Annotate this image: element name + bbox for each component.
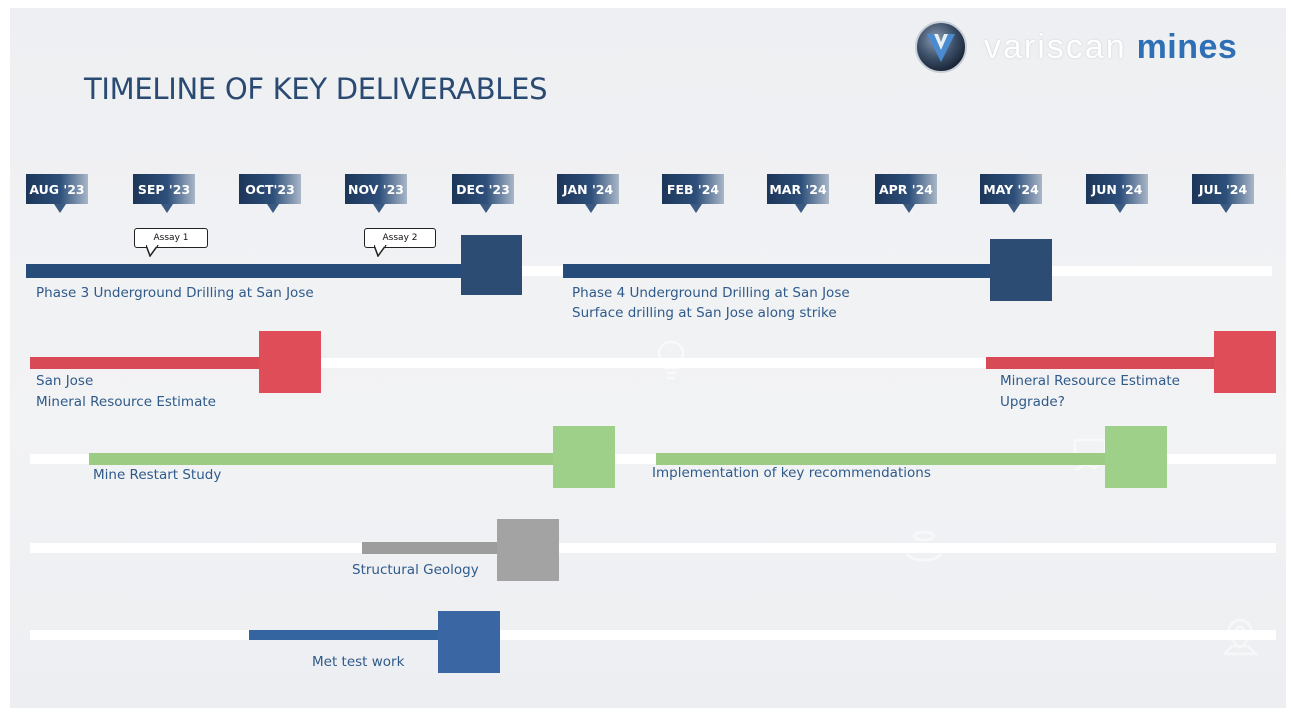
met-test-work-label: Met test work	[312, 654, 405, 670]
month-marker: NOV '23	[345, 174, 407, 213]
month-marker: JUN '24	[1086, 174, 1148, 213]
mine-restart-study-label: Mine Restart Study	[93, 467, 222, 483]
implementation-label: Implementation of key recommendations	[652, 465, 931, 481]
phase-3-drilling-label: Phase 3 Underground Drilling at San Jose	[36, 285, 314, 301]
month-marker: APR '24	[875, 174, 937, 213]
page-title: TIMELINE OF KEY DELIVERABLES	[84, 72, 548, 106]
lightbulb-icon	[657, 340, 685, 380]
assay-2-callout-tail	[374, 245, 387, 257]
mine-restart-study-bar	[89, 453, 559, 465]
logo-wordmark: variscan mines	[984, 28, 1237, 67]
assay-1-callout-tail	[146, 245, 159, 257]
phase-4-drilling-milestone	[990, 239, 1052, 301]
mre-label-line2: Mineral Resource Estimate	[36, 394, 216, 410]
mre-upgrade-label-line1: Mineral Resource Estimate	[1000, 373, 1180, 389]
month-marker: MAR '24	[767, 174, 829, 213]
phase-4-drilling-label: Phase 4 Underground Drilling at San Jose	[572, 285, 850, 301]
met-test-work-milestone	[438, 611, 500, 673]
mre-milestone	[259, 331, 321, 393]
mre-upgrade-label-line2: Upgrade?	[1000, 394, 1065, 410]
month-marker: SEP '23	[133, 174, 195, 213]
phase-3-drilling-bar	[26, 264, 466, 278]
mre-bar	[30, 357, 266, 369]
month-marker: MAY '24	[980, 174, 1042, 213]
month-marker: JAN '24	[557, 174, 619, 213]
month-marker: DEC '23	[452, 174, 514, 213]
month-marker: AUG '23	[26, 174, 88, 213]
timeline-track	[30, 630, 1276, 640]
logo-word-variscan: variscan	[984, 28, 1127, 66]
month-marker: JUL '24	[1192, 174, 1254, 213]
timeline-track	[30, 358, 1276, 368]
logo-emblem-icon	[915, 21, 967, 73]
structural-geology-milestone	[497, 519, 559, 581]
mre-label-line1: San Jose	[36, 373, 94, 389]
mine-restart-study-milestone	[553, 426, 615, 488]
timeline-track	[30, 454, 1276, 464]
month-marker: OCT'23	[239, 174, 301, 213]
slide: variscan mines TIMELINE OF KEY DELIVERAB…	[10, 8, 1286, 708]
mre-upgrade-milestone	[1214, 331, 1276, 393]
phase-3-drilling-milestone	[461, 235, 522, 295]
assay-1-callout: Assay 1	[134, 228, 208, 248]
implementation-milestone	[1105, 426, 1167, 488]
implementation-bar	[656, 453, 1111, 465]
structural-geology-label: Structural Geology	[352, 562, 479, 578]
month-marker: FEB '24	[662, 174, 724, 213]
phase-4-drilling-bar	[563, 264, 995, 278]
structural-geology-bar	[362, 542, 504, 554]
variscan-mines-logo: variscan mines	[914, 20, 1284, 76]
met-test-work-bar	[249, 630, 445, 640]
assay-2-callout: Assay 2	[364, 228, 436, 248]
mre-upgrade-bar	[986, 357, 1222, 369]
timeline-track	[30, 543, 1276, 553]
surface-drilling-label: Surface drilling at San Jose along strik…	[572, 305, 837, 321]
logo-word-mines: mines	[1136, 28, 1238, 66]
